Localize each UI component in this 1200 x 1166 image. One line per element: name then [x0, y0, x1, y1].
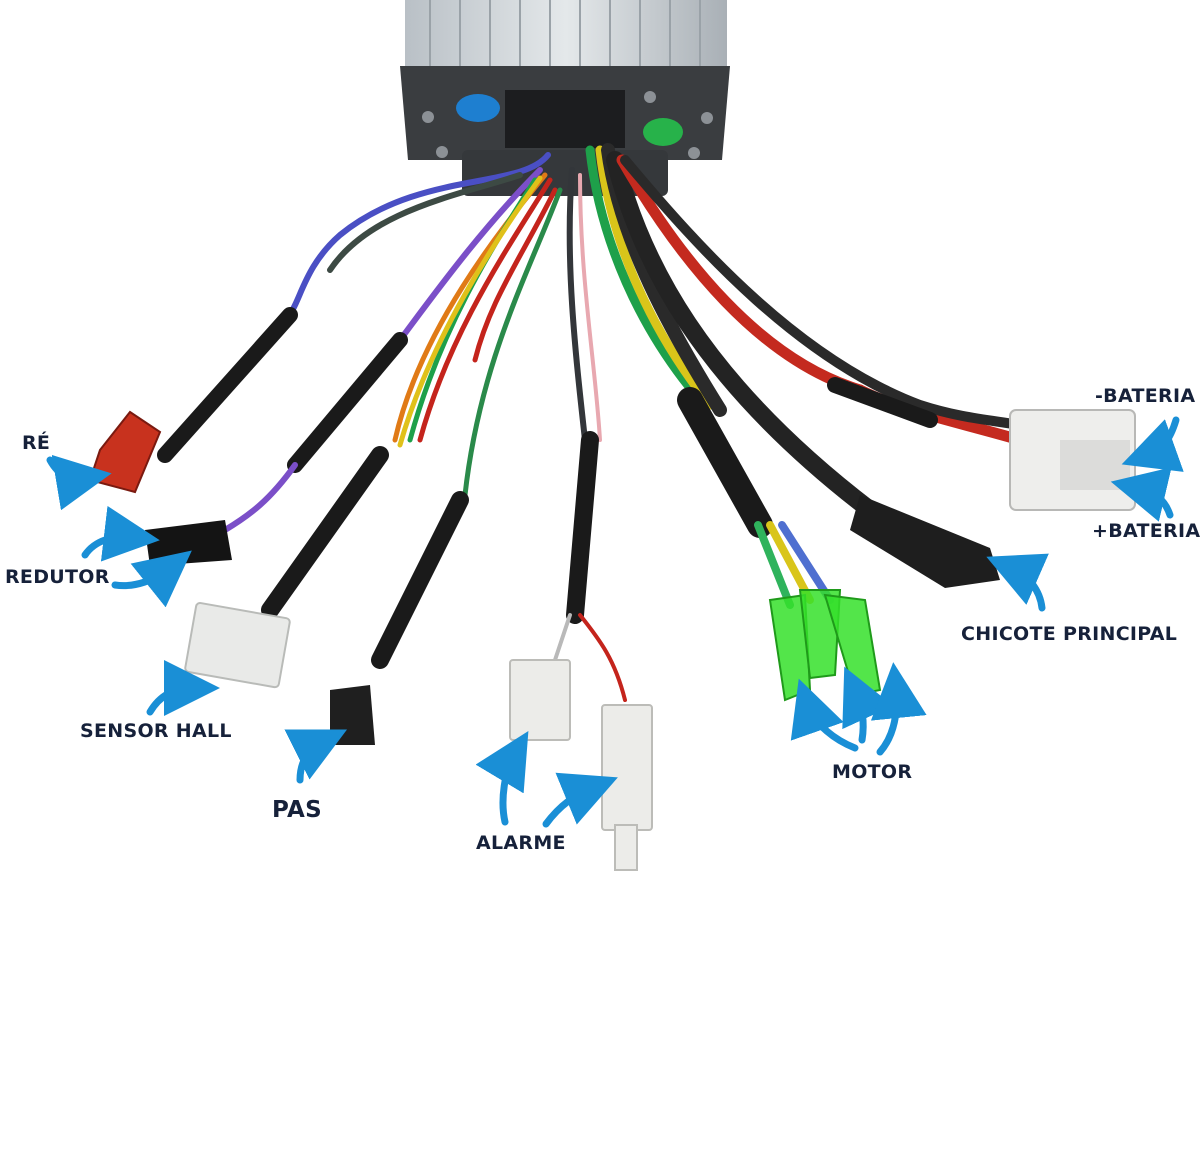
label-sensor-hall: SENSOR HALL: [80, 720, 232, 742]
label-pas: PAS: [272, 797, 323, 823]
connector-motor: [768, 589, 882, 702]
wire-harness: [157, 143, 1026, 702]
connector-re: [88, 410, 162, 494]
connector-redutor: [145, 520, 232, 566]
connector-chicote-principal: [850, 495, 1000, 588]
controller-housing: [400, 0, 730, 196]
label-re: RÉ: [22, 432, 51, 454]
label-chicote-principal: CHICOTE PRINCIPAL: [961, 623, 1178, 645]
label-redutor: REDUTOR: [5, 566, 110, 588]
label-bateria-positiva: +BATERIA: [1092, 520, 1200, 542]
label-motor: MOTOR: [832, 761, 913, 783]
connector-alarme: [509, 659, 653, 871]
connector-bateria: [1009, 409, 1136, 511]
connector-sensor-hall: [184, 602, 291, 689]
label-bateria-negativa: -BATERIA: [1095, 385, 1196, 407]
label-alarme: ALARME: [476, 832, 566, 854]
label-arrows: [46, 416, 1184, 828]
connector-pas: [330, 685, 375, 745]
